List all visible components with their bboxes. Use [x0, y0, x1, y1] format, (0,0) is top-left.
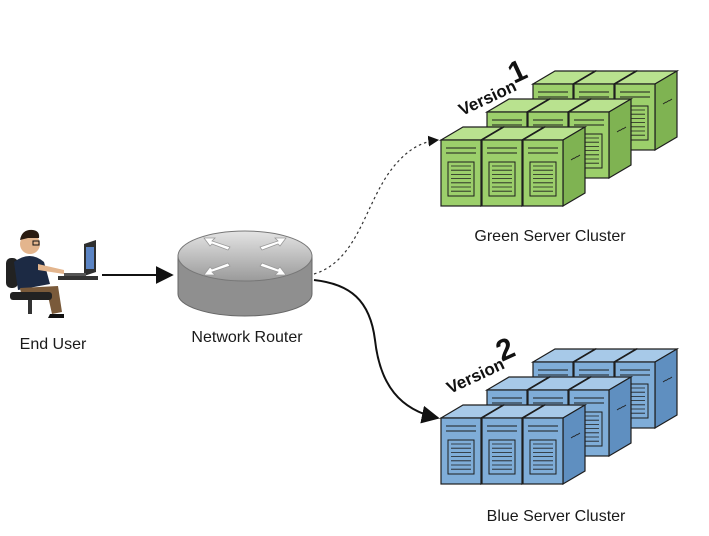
server-icon: [520, 403, 588, 486]
blue-server-cluster: [438, 347, 680, 486]
green-server-cluster: [438, 69, 680, 208]
end-user-label: End User: [20, 336, 87, 353]
green-cluster-label: Green Server Cluster: [474, 228, 626, 245]
router-label: Network Router: [191, 329, 303, 346]
end-user-icon: [6, 229, 98, 318]
router-to-green-connection: [313, 135, 440, 275]
server-icon: [520, 125, 588, 208]
router-icon: [177, 230, 313, 317]
blue-cluster-label: Blue Server Cluster: [487, 508, 626, 525]
router-to-blue-connection: [313, 279, 440, 424]
